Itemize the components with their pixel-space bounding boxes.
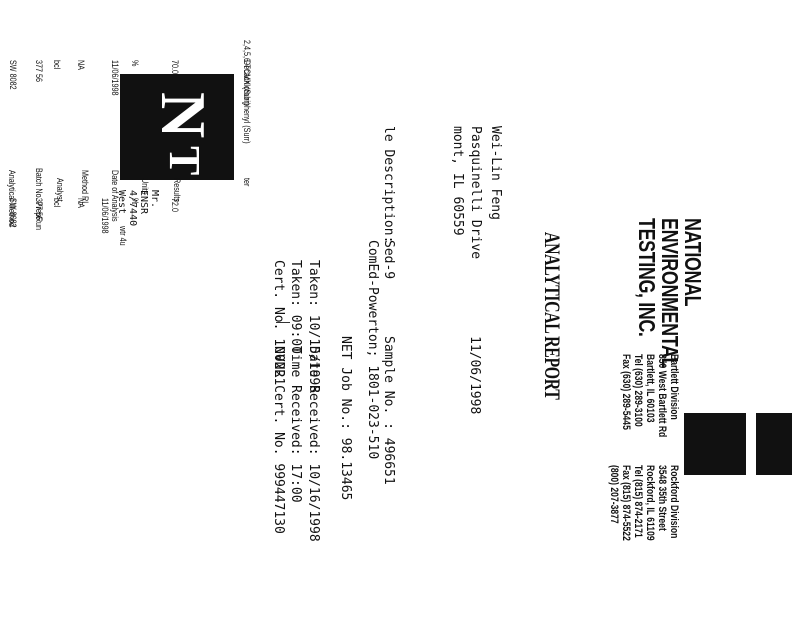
nt-logo-letter-t: T [160,146,209,176]
logo-bar-lower [684,413,746,475]
row-1-units: % [130,60,140,67]
company-name-line-2: ENVIRONMENTAL [657,218,683,369]
division-line: 850 West Bartlett Rd [656,354,668,438]
logo-mark [756,413,792,475]
contact-name: Wei-Lin Feng [488,126,503,220]
row-1-method: SW 8082 [8,60,18,90]
company-name: NATIONAL ENVIRONMENTAL TESTING, INC. [634,218,706,369]
stamp-line: Mr. [149,190,160,209]
division-line: Rockford Division [668,465,680,539]
row-2-method-rl: NA [76,198,86,209]
sample-description-value: Sed-9 [381,240,396,280]
company-name-line-3: TESTING, INC. [634,218,660,337]
row-2-method: SW 8082 [8,198,18,228]
report-date: 11/06/1998 [467,336,482,415]
street: Pasquinelli Drive [468,126,483,260]
division-line: Tel (815) 874-2171 [632,465,644,538]
sample-number: Sample No. : 496651 [381,336,396,485]
division-line: Bartlett, IL 60103 [644,354,656,423]
stamp-note: wtr 4u [118,226,128,246]
division-rockford: Rockford Division 3548 35th Street Rockf… [608,465,680,541]
division-line: Bartlett Division [668,354,680,420]
stamp-line: 4/7440 [127,190,138,227]
row-1-analyst: bcl [52,60,62,70]
row-2-parameter: 2,4,5,6-TCMX (Surr) [242,40,252,106]
division-line: Fax (815) 874-5522 [620,465,632,541]
row-1-method-rl: NA [76,60,86,71]
division-line: (800) 207-3877 [608,465,620,524]
row-2-units: % [130,198,140,205]
division-line: Fax (630) 289-5445 [620,354,632,430]
city: mont, IL 60559 [450,126,465,236]
stamp-line: West [116,190,127,215]
row-1-date: 11/06/1998 [110,60,120,96]
nvnr-cert: NVNR Cert. No. 999447130 [271,346,286,534]
time-received: Time Received: 17:00 [288,346,303,503]
row-2-analyst: bcl [52,198,62,208]
division-line: Tel (630) 289-3100 [632,354,644,427]
division-bartlett: Bartlett Division 850 West Bartlett Rd B… [620,354,680,437]
row-2-batch: 377 56 [34,198,44,221]
logo-stripe [748,420,754,460]
col-header-parameter: ter [242,178,252,187]
row-2-date: 11/06/1998 [100,198,110,234]
sample-description-label: le Description: [381,126,396,244]
job-number: NET Job No.: 98.13465 [338,336,353,501]
row-1-batch: 377 56 [34,60,44,83]
time-taken: Taken: 09:00 [288,260,303,354]
company-name-line-1: NATIONAL [680,218,706,307]
row-2-result: 72.0 [170,198,180,213]
division-line: 3548 35th Street [656,465,668,531]
project: ComEd-Powerton; 1801-023-510 [365,240,380,460]
report-title: ANALYTICAL REPORT [540,232,565,400]
row-1-result: 70.0 [170,60,180,75]
stamp: Mr. ENSR 4/7440 West [116,190,160,226]
nt-logo-letter-n: N [148,92,219,139]
date-received: Date Received: 10/16/1998 [306,346,321,542]
stamp-line: ENSR [138,190,149,215]
margin-mark [276,322,290,323]
division-line: Rockford, IL 61109 [644,465,656,541]
